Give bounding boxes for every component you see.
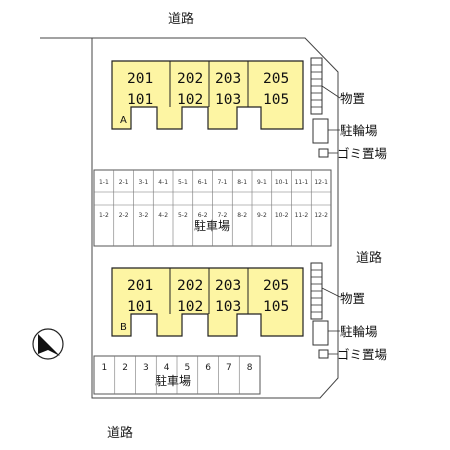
parking-space-label: 7-1: [217, 179, 227, 186]
parking-space-label: 2-1: [119, 179, 129, 186]
unit-b-103: 103: [215, 299, 241, 315]
road-label-bottom: 道路: [107, 425, 133, 441]
unit-b-201: 201: [127, 278, 153, 294]
bicycle-b: [312, 320, 329, 346]
site-boundary-right: [91, 37, 339, 399]
bicycle-b-label: 駐輪場: [340, 324, 378, 339]
parking-space-label: 6-1: [198, 179, 208, 186]
parking-center: 駐車場 1-1 1-2 2-1 2-2 3-1 3-2 4-1 4-2 5-1 5-2 6-1 6-2…: [93, 169, 332, 247]
unit-b-205: 205: [263, 278, 289, 294]
unit-a-202: 202: [177, 71, 203, 87]
parking-space-label: 4-1: [158, 179, 168, 186]
unit-a-203: 203: [215, 71, 241, 87]
parking-space-label: 4-2: [158, 212, 168, 219]
parking-space-label: 6-2: [198, 212, 208, 219]
unit-a-105: 105: [263, 92, 289, 108]
parking-space-label: 9-1: [257, 179, 267, 186]
storage-b-label: 物置: [340, 291, 365, 306]
parking-space-label: 12-2: [314, 212, 328, 219]
unit-a-102: 102: [177, 92, 203, 108]
bicycle-a: [312, 118, 329, 144]
parking-space-label: 11-1: [295, 179, 309, 186]
road-label-right: 道路: [356, 250, 382, 266]
unit-b-202: 202: [177, 278, 203, 294]
building-b-outline: [111, 267, 304, 337]
parking-space-label: 6: [205, 363, 211, 373]
building-a-outline: [111, 60, 304, 130]
facilities-b: 物置 駐輪場 ゴミ置場: [310, 262, 387, 362]
parking-space-label: 10-2: [275, 212, 289, 219]
unit-a-205: 205: [263, 71, 289, 87]
building-b: B 201 101 202 102 203 103 205 105: [111, 267, 304, 337]
parking-space-label: 2: [122, 363, 128, 373]
parking-bottom-label: 駐車場: [155, 373, 191, 388]
parking-space-label: 3-2: [138, 212, 148, 219]
parking-space-label: 1: [102, 363, 108, 373]
parking-space-label: 3-1: [138, 179, 148, 186]
building-a: A 201 101 202 102 203 103 205 105: [111, 60, 304, 130]
parking-space-label: 9-2: [257, 212, 267, 219]
garbage-a: [318, 148, 329, 158]
parking-space-label: 5-1: [178, 179, 188, 186]
facilities-a: 物置 駐輪場 ゴミ置場: [310, 57, 387, 161]
parking-space-label: 1-1: [99, 179, 109, 186]
unit-b-101: 101: [127, 299, 153, 315]
unit-b-102: 102: [177, 299, 203, 315]
parking-center-label: 駐車場: [194, 218, 230, 233]
parking-space-label: 7: [226, 363, 232, 373]
unit-a-101: 101: [127, 92, 153, 108]
road-label-top: 道路: [168, 11, 194, 27]
north-arrow-icon: [32, 328, 64, 360]
unit-a-103: 103: [215, 92, 241, 108]
parking-space-label: 5-2: [178, 212, 188, 219]
parking-bottom: 駐車場 1 2 3 4 5 6 7 8: [93, 355, 261, 395]
storage-a-label: 物置: [340, 91, 365, 106]
parking-space-label: 1-2: [99, 212, 109, 219]
site-boundary: [40, 37, 93, 350]
garbage-b-label: ゴミ置場: [337, 347, 387, 362]
parking-space-label: 5: [185, 363, 191, 373]
parking-space-label: 10-1: [275, 179, 289, 186]
parking-space-label: 8: [247, 363, 253, 373]
building-a-letter: A: [120, 115, 127, 126]
building-b-letter: B: [120, 322, 127, 333]
parking-space-label: 12-1: [314, 179, 328, 186]
garbage-b: [318, 349, 329, 359]
parking-space-label: 4: [164, 363, 170, 373]
parking-space-label: 7-2: [217, 212, 227, 219]
parking-space-label: 11-2: [295, 212, 309, 219]
parking-space-label: 8-1: [237, 179, 247, 186]
unit-b-105: 105: [263, 299, 289, 315]
bicycle-a-label: 駐輪場: [340, 123, 378, 138]
unit-a-201: 201: [127, 71, 153, 87]
garbage-a-label: ゴミ置場: [337, 146, 387, 161]
parking-space-label: 3: [143, 363, 149, 373]
parking-space-label: 8-2: [237, 212, 247, 219]
unit-b-203: 203: [215, 278, 241, 294]
parking-space-label: 2-2: [119, 212, 129, 219]
